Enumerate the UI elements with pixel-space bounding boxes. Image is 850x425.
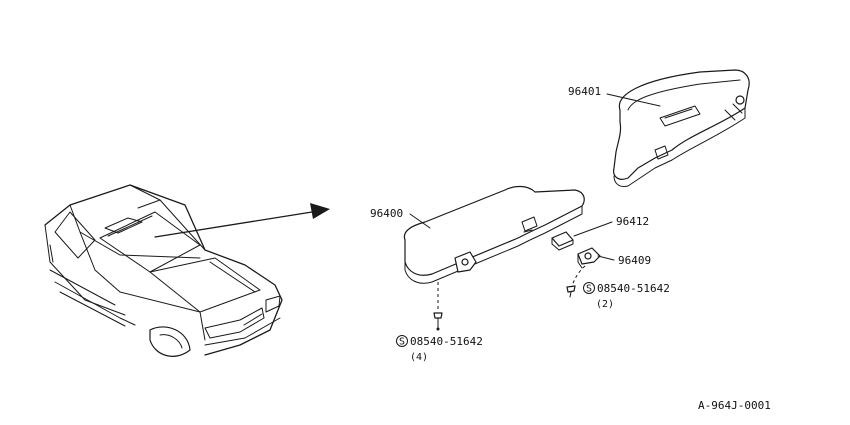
screw-number-upper: 08540-51642 [597, 282, 670, 295]
label-96412: 96412 [616, 215, 649, 228]
leader-lines [409, 93, 661, 261]
screw-lower [433, 282, 443, 331]
clip-96412 [551, 231, 574, 251]
label-96401: 96401 [568, 85, 601, 98]
label-96400: 96400 [370, 207, 403, 220]
holder-96409 [577, 247, 601, 269]
figure-code: A-964J-0001 [698, 399, 771, 412]
car-illustration [44, 184, 283, 357]
sun-visor-96401 [613, 69, 750, 187]
screw-upper [566, 265, 586, 298]
screw-qty-lower: (4) [410, 352, 428, 363]
screw-symbol-upper: S [586, 284, 592, 295]
label-96409: 96409 [618, 254, 651, 267]
screw-qty-upper: (2) [596, 299, 614, 310]
screw-spec-lower: S 08540-51642 (4) [396, 335, 483, 363]
sun-visor-96400 [403, 185, 585, 284]
screw-symbol-lower: S [399, 337, 405, 348]
screw-spec-upper: S 08540-51642 (2) [583, 282, 670, 310]
screw-number-lower: 08540-51642 [410, 335, 483, 348]
pointer-arrow [154, 203, 330, 238]
